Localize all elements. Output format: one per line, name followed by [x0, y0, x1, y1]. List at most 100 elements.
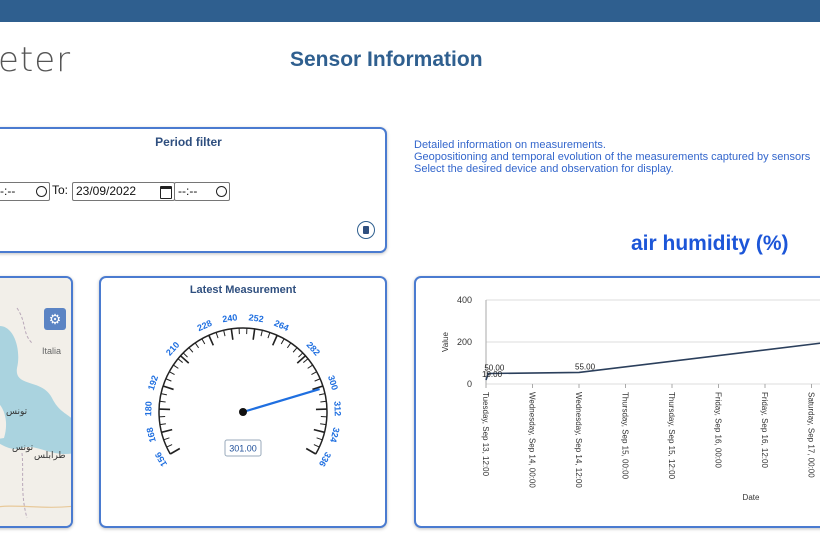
gauge-tick [177, 358, 183, 363]
gauge-major-tick [169, 447, 181, 455]
gauge-tick [314, 378, 321, 382]
clock-icon [36, 186, 47, 197]
app-logo: eter [0, 40, 72, 80]
data-label: 50.00 [484, 364, 505, 373]
clock-icon [216, 186, 227, 197]
to-label: To: [52, 183, 69, 197]
gauge-tick [316, 437, 323, 441]
gauge-tick-label: 336 [317, 450, 333, 468]
gauge-tick [173, 364, 179, 369]
gauge-major-tick [271, 334, 278, 346]
gauge-tick [280, 338, 285, 345]
gauge-hub [239, 408, 247, 416]
x-tick-label: Saturday, Sep 17, 00:00 [807, 392, 816, 478]
clear-filter-button[interactable] [357, 221, 375, 239]
to-time-input[interactable]: --:-- [174, 182, 230, 201]
gauge-major-tick [312, 385, 324, 391]
map-label: تونس [12, 443, 34, 453]
data-label: 19.00 [482, 370, 503, 379]
gauge-tick [313, 444, 320, 448]
gauge-value-label: 301.00 [229, 444, 257, 454]
to-date-value: 23/09/2022 [76, 184, 137, 198]
y-tick-label: 0 [467, 379, 472, 389]
x-tick-label: Tuesday, Sep 13, 12:00 [481, 392, 490, 477]
gauge-tick-label: 300 [326, 374, 340, 391]
chart-heading: air humidity (%) [631, 232, 789, 255]
gauge-tick [298, 352, 304, 358]
gauge-tick [303, 358, 309, 363]
gauge-tick [311, 371, 317, 376]
gauge-tick [223, 330, 226, 337]
gauge-tick [307, 364, 313, 369]
map-panel[interactable]: Italia تونس تونس طرابلس ⚙ [0, 276, 73, 528]
info-line: Geopositioning and temporal evolution of… [414, 151, 811, 163]
gear-icon: ⚙ [48, 311, 62, 327]
gauge-tick [320, 423, 327, 426]
top-navbar [0, 0, 820, 22]
x-tick-label: Friday, Sep 16, 12:00 [760, 392, 769, 468]
gauge-tick [286, 342, 292, 349]
series-line [485, 342, 820, 381]
gauge-major-tick [296, 355, 306, 364]
map-label: طرابلس [34, 451, 66, 461]
calendar-icon [160, 186, 172, 199]
from-time-input[interactable]: --:-- [0, 182, 50, 201]
gauge-tick [159, 400, 166, 403]
map-island [0, 405, 7, 439]
x-tick-label: Wednesday, Sep 14, 12:00 [574, 392, 583, 488]
info-line: Detailed information on measurements. [414, 139, 606, 151]
y-tick-label: 200 [457, 337, 472, 347]
x-tick-label: Thursday, Sep 15, 12:00 [667, 392, 676, 480]
gauge-tick [194, 342, 200, 349]
gauge-major-tick [230, 328, 234, 340]
gauge-value-box [224, 439, 262, 457]
x-tick-label: Friday, Sep 16, 00:00 [714, 392, 723, 468]
gauge-major-tick [313, 428, 325, 434]
y-tick-label: 400 [457, 295, 472, 305]
gauge-tick-label: 264 [273, 318, 291, 333]
gauge-tick-label: 180 [143, 401, 154, 416]
map-settings-button[interactable]: ⚙ [44, 308, 66, 330]
gauge-needle [242, 388, 320, 414]
gauge-tick [160, 393, 168, 396]
data-label: 55.00 [575, 362, 596, 371]
gauge-tick-label: 228 [196, 318, 214, 333]
gauge-major-tick [180, 355, 190, 364]
map-label: Italia [42, 346, 61, 356]
gauge-tick [320, 400, 327, 403]
gauge-tick [165, 378, 172, 382]
to-date-input[interactable]: 23/09/2022 [72, 182, 175, 201]
gauge-tick-label: 240 [222, 312, 238, 324]
gauge-tick [188, 347, 194, 353]
map-label: تونس [6, 407, 28, 417]
gauge-tick [201, 338, 206, 345]
info-text: Detailed information on measurements. Ge… [414, 139, 810, 175]
gauge-tick [163, 437, 170, 441]
gauge-tick-label: 252 [248, 312, 264, 324]
gauge-major-tick [305, 447, 317, 455]
to-time-value: --:-- [178, 184, 198, 198]
map-border [16, 307, 33, 344]
map-road [0, 505, 71, 508]
period-filter-panel: Period filter --:-- To: 23/09/2022 --:-- [0, 127, 387, 253]
gauge-major-tick [252, 328, 256, 340]
gauge-major-tick [162, 385, 174, 391]
gauge-tick-label: 324 [328, 426, 341, 443]
gauge-arc [158, 327, 328, 455]
gauge-tick-label: 282 [305, 340, 322, 358]
gauge-tick-label: 192 [146, 374, 160, 391]
gauge-tick [292, 347, 298, 353]
x-tick-label: Thursday, Sep 15, 00:00 [621, 392, 630, 480]
gauge-tick-label: 156 [153, 450, 169, 468]
gauge-tick [169, 371, 175, 376]
gauge-major-tick [161, 428, 173, 434]
gauge-tick [318, 393, 326, 396]
gauge-tick [159, 423, 166, 426]
gauge-title: Latest Measurement [189, 284, 297, 296]
x-axis-label: Date [743, 493, 760, 502]
x-tick-label: Wednesday, Sep 14, 00:00 [528, 392, 537, 488]
